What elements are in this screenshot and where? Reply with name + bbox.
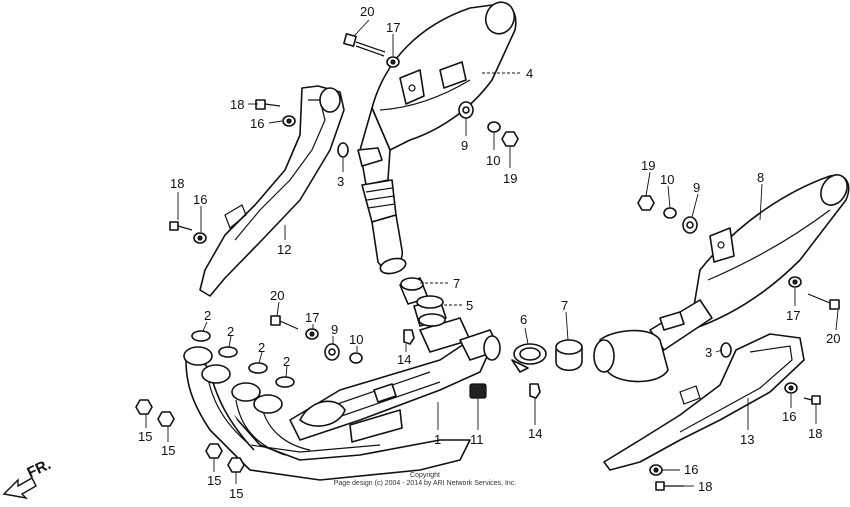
callout-16: 16 bbox=[684, 462, 698, 477]
washer-16-lower[interactable] bbox=[649, 464, 663, 476]
callout-18: 18 bbox=[230, 97, 244, 112]
bolt-18-right[interactable] bbox=[803, 395, 821, 405]
grommet-9-mid[interactable] bbox=[324, 343, 340, 361]
callout-10: 10 bbox=[660, 172, 674, 187]
callout-19: 19 bbox=[641, 158, 655, 173]
copyright-notice: Copyright Page design (c) 2004 - 2014 by… bbox=[334, 472, 517, 487]
callout-3: 3 bbox=[337, 174, 344, 189]
left-muffler[interactable] bbox=[357, 0, 519, 276]
callout-14: 14 bbox=[397, 352, 411, 367]
gasket-2b[interactable] bbox=[218, 346, 238, 358]
clamp-6[interactable] bbox=[511, 343, 547, 373]
nut-15c[interactable] bbox=[205, 443, 223, 459]
callout-16: 16 bbox=[250, 116, 264, 131]
callout-10: 10 bbox=[349, 332, 363, 347]
washer-3-right[interactable] bbox=[720, 342, 732, 358]
callout-15: 15 bbox=[161, 443, 175, 458]
callout-17: 17 bbox=[305, 310, 319, 325]
callout-4: 4 bbox=[526, 66, 533, 81]
grommet-9-upper[interactable] bbox=[458, 101, 474, 119]
callout-1: 1 bbox=[434, 432, 441, 447]
washer-17-mid[interactable] bbox=[305, 328, 319, 340]
joint-collar-5[interactable] bbox=[413, 295, 447, 327]
callout-16: 16 bbox=[782, 409, 796, 424]
callout-3: 3 bbox=[705, 345, 712, 360]
gasket-2a[interactable] bbox=[191, 330, 211, 342]
bracket-11[interactable] bbox=[469, 383, 487, 399]
nut-19-upper[interactable] bbox=[501, 131, 519, 147]
callout-20: 20 bbox=[270, 288, 284, 303]
callout-17: 17 bbox=[786, 308, 800, 323]
callout-9: 9 bbox=[693, 180, 700, 195]
callout-15: 15 bbox=[229, 486, 243, 501]
left-heat-shield[interactable] bbox=[199, 85, 345, 297]
callout-12: 12 bbox=[277, 242, 291, 257]
nut-15a[interactable] bbox=[135, 399, 153, 415]
exhaust-pipe-assembly[interactable] bbox=[183, 317, 501, 481]
front-label: FR. bbox=[25, 456, 54, 482]
washer-16-right[interactable] bbox=[784, 382, 798, 394]
callout-6: 6 bbox=[520, 312, 527, 327]
callout-15: 15 bbox=[138, 429, 152, 444]
washer-3-upper[interactable] bbox=[337, 142, 349, 158]
callout-5: 5 bbox=[466, 298, 473, 313]
callout-19: 19 bbox=[503, 171, 517, 186]
front-direction-arrow: FR. bbox=[2, 456, 54, 500]
gasket-2d[interactable] bbox=[275, 376, 295, 388]
callout-8: 8 bbox=[757, 170, 764, 185]
bolt-18-left[interactable] bbox=[169, 221, 193, 231]
callout-2: 2 bbox=[227, 324, 234, 339]
gasket-right-7[interactable] bbox=[555, 339, 583, 372]
right-muffler[interactable] bbox=[593, 170, 850, 383]
washer-17-right[interactable] bbox=[788, 276, 802, 288]
collar-10-mid[interactable] bbox=[349, 352, 363, 364]
nut-15d[interactable] bbox=[227, 457, 245, 473]
callout-9: 9 bbox=[461, 138, 468, 153]
callout-7: 7 bbox=[561, 298, 568, 313]
washer-16-upper[interactable] bbox=[282, 115, 296, 127]
callout-20: 20 bbox=[826, 331, 840, 346]
gasket-2c[interactable] bbox=[248, 362, 268, 374]
callout-2: 2 bbox=[258, 340, 265, 355]
callout-10: 10 bbox=[486, 153, 500, 168]
copyright-line-1: Copyright bbox=[410, 472, 440, 479]
callout-2: 2 bbox=[283, 354, 290, 369]
callout-11: 11 bbox=[470, 432, 484, 447]
nut-19-right[interactable] bbox=[637, 195, 655, 211]
collar-10-upper[interactable] bbox=[487, 121, 501, 133]
collar-10-right[interactable] bbox=[663, 207, 677, 219]
callout-13: 13 bbox=[740, 432, 754, 447]
right-heat-shield[interactable] bbox=[603, 333, 805, 471]
callout-18: 18 bbox=[698, 479, 712, 494]
callout-7: 7 bbox=[453, 276, 460, 291]
washer-16-left[interactable] bbox=[193, 232, 207, 244]
bolt-20-mid[interactable] bbox=[270, 315, 299, 330]
bolt-18-upper[interactable] bbox=[255, 99, 281, 110]
callout-18: 18 bbox=[808, 426, 822, 441]
nut-15b[interactable] bbox=[157, 411, 175, 427]
bolt-14-mid[interactable] bbox=[403, 329, 415, 345]
bolt-18-lower[interactable] bbox=[655, 481, 684, 491]
grommet-9-right[interactable] bbox=[682, 216, 698, 234]
callout-14: 14 bbox=[528, 426, 542, 441]
callout-2: 2 bbox=[204, 308, 211, 323]
callout-20: 20 bbox=[360, 4, 374, 19]
leader-lines bbox=[145, 19, 839, 487]
bolt-14-lower[interactable] bbox=[529, 383, 541, 399]
callout-16: 16 bbox=[193, 192, 207, 207]
callout-17: 17 bbox=[386, 20, 400, 35]
bolt-20-right[interactable] bbox=[807, 293, 840, 310]
callout-15: 15 bbox=[207, 473, 221, 488]
copyright-line-2: Page design (c) 2004 - 2014 by ARI Netwo… bbox=[334, 480, 517, 487]
bolt-20-upper[interactable] bbox=[343, 33, 386, 57]
washer-17-upper[interactable] bbox=[386, 56, 400, 68]
callout-18: 18 bbox=[170, 176, 184, 191]
callout-labels: 20 17 4 18 16 3 9 10 19 18 16 12 7 5 20 … bbox=[138, 4, 840, 501]
callout-9: 9 bbox=[331, 322, 338, 337]
